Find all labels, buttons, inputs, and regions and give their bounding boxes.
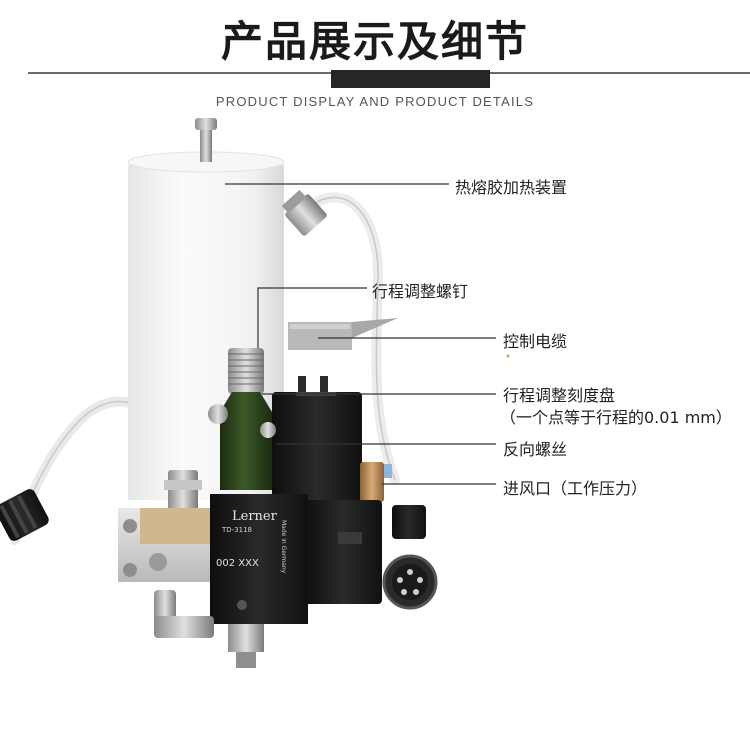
air-inlet <box>360 462 384 502</box>
stroke-adjust-screw <box>228 348 264 394</box>
model-label: TD-3118 <box>221 526 252 534</box>
serial-label: 002 XXX <box>216 558 259 569</box>
origin-label: Made in Germany <box>280 520 287 574</box>
elbow-fitting <box>154 590 214 638</box>
callout-heater: 热熔胶加热装置 <box>455 178 568 197</box>
cable-gland <box>281 189 327 236</box>
callout-stroke-screw: 行程调整螺钉 <box>372 282 469 301</box>
top-screw <box>200 126 212 162</box>
right-connector <box>382 505 438 610</box>
leader-lines <box>225 183 496 485</box>
callout-stroke-dial-note: （一个点等于行程的0.01 mm） <box>500 408 732 427</box>
callout-control-cable: 控制电缆 <box>503 332 568 351</box>
callout-air-inlet: 进风口（工作压力） <box>503 479 648 498</box>
page-title: 产品展示及细节 <box>220 17 529 66</box>
callout-stroke-dial: 行程调整刻度盘 <box>503 386 616 405</box>
heater-fitting <box>164 470 202 514</box>
stroke-dial <box>220 392 272 490</box>
left-connector <box>0 489 49 541</box>
brand-label: Lerner <box>232 509 278 524</box>
cable-plug <box>288 318 398 350</box>
title-rule-accent <box>331 70 490 88</box>
valve-body <box>210 494 308 624</box>
callout-reverse-screw: 反向螺丝 <box>503 440 568 459</box>
solenoid-box <box>272 392 362 508</box>
page-subtitle: PRODUCT DISPLAY AND PRODUCT DETAILS <box>215 94 535 109</box>
nozzle <box>228 624 264 652</box>
